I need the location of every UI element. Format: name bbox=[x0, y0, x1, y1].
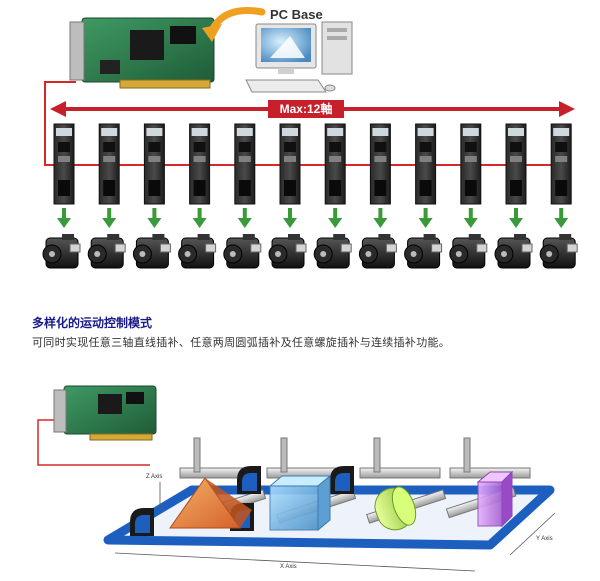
axis-indicators bbox=[114, 482, 556, 572]
down-arrow bbox=[102, 208, 117, 228]
controller-card-bottom bbox=[53, 385, 157, 441]
servo-motor bbox=[268, 234, 307, 269]
servo-motor bbox=[313, 234, 352, 269]
servo-drive bbox=[53, 123, 75, 205]
cylinder-workpiece bbox=[374, 486, 417, 531]
cube-workpiece bbox=[268, 474, 332, 532]
down-arrow bbox=[283, 208, 297, 228]
pc-base-label: PC Base bbox=[270, 7, 323, 22]
servo-motor bbox=[87, 234, 126, 269]
servo-motor bbox=[449, 234, 488, 269]
card-to-drive-link bbox=[44, 81, 76, 166]
z-axis-label: Z Axis bbox=[146, 474, 162, 480]
servo-drive bbox=[143, 123, 165, 205]
servo-drive bbox=[550, 123, 572, 205]
prism-workpiece bbox=[476, 470, 514, 528]
down-arrow bbox=[57, 208, 71, 228]
down-arrow bbox=[554, 208, 569, 228]
down-arrow bbox=[192, 208, 207, 228]
y-axis-label: Y Axis bbox=[536, 536, 553, 542]
servo-drive bbox=[234, 123, 256, 205]
servo-drive bbox=[189, 123, 211, 205]
servo-motor bbox=[539, 234, 578, 269]
down-arrow bbox=[328, 208, 343, 228]
down-arrow bbox=[237, 208, 252, 228]
max-axes-arrow bbox=[50, 100, 575, 118]
drive-row bbox=[42, 123, 578, 269]
down-arrow bbox=[373, 208, 388, 228]
controller-card-top bbox=[69, 17, 215, 89]
down-arrow bbox=[509, 208, 523, 228]
down-arrow bbox=[463, 208, 478, 228]
servo-motor bbox=[178, 234, 217, 269]
servo-drive bbox=[505, 123, 527, 205]
pyramid-workpiece bbox=[169, 477, 252, 529]
section-description: 可同时实现任意三轴直线插补、任意两周圆弧插补及任意螺旋插补与连续插补功能。 bbox=[32, 336, 451, 349]
servo-motor bbox=[132, 234, 171, 269]
servo-motor bbox=[223, 234, 262, 269]
servo-motor bbox=[358, 234, 397, 269]
x-axis-label: X Axis bbox=[280, 564, 297, 570]
servo-motor bbox=[404, 234, 443, 269]
servo-drive bbox=[279, 123, 301, 205]
servo-drive bbox=[324, 123, 346, 205]
servo-motor bbox=[494, 234, 533, 269]
section-heading: 多样化的运动控制模式 bbox=[32, 316, 153, 330]
pc-to-card-arrowhead bbox=[202, 24, 222, 42]
pc-computer bbox=[245, 21, 353, 93]
servo-drive bbox=[415, 123, 437, 205]
servo-drive bbox=[369, 123, 391, 205]
servo-drive bbox=[460, 123, 482, 205]
servo-drive bbox=[98, 123, 120, 205]
down-arrow bbox=[147, 208, 162, 228]
card-to-table-link bbox=[37, 419, 150, 466]
servo-motor bbox=[42, 234, 81, 269]
down-arrow bbox=[418, 208, 433, 228]
max-axes-label: Max:12軸 bbox=[280, 101, 333, 116]
